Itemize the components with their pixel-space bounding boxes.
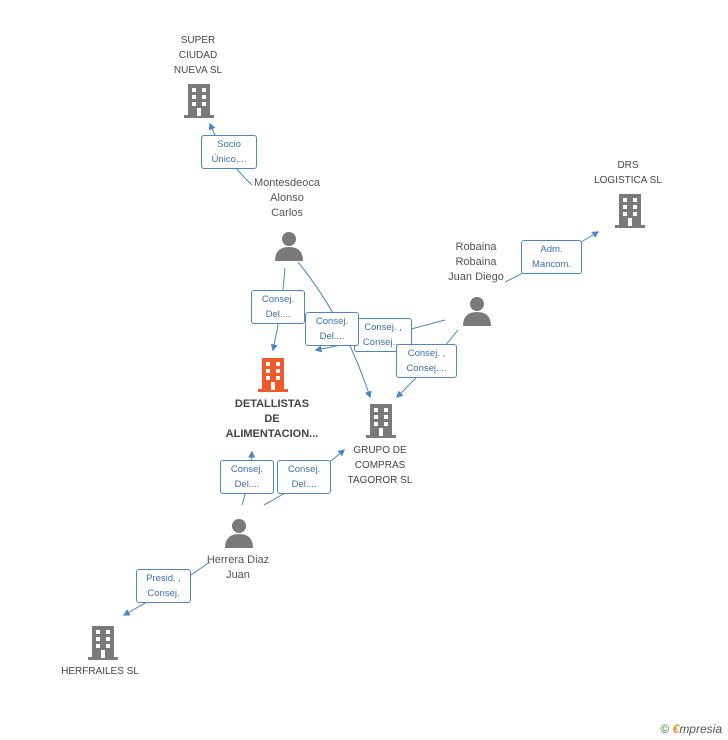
relation-tag-consej-montesdeoca-detallistas[interactable]: Consej. Del....	[251, 290, 305, 324]
person-name-montesdeoca[interactable]: Montesdeoca Alonso Carlos	[253, 177, 321, 219]
company-name-drs[interactable]: DRS LOGISTICA SL	[594, 160, 662, 186]
building-icon-focus[interactable]	[258, 358, 288, 392]
copyright-icon: ©	[660, 722, 670, 736]
building-icon[interactable]	[88, 626, 118, 660]
brand-name: mpresia	[679, 722, 722, 736]
brand-logo-letter: €	[672, 722, 680, 736]
relation-tag-presid[interactable]: Presid. , Consej.	[136, 569, 191, 603]
relation-tag-consej-herrera-grupo[interactable]: Consej. Del....	[277, 460, 331, 494]
person-icon[interactable]	[275, 231, 303, 261]
company-name-detallistas[interactable]: DETALLISTAS DE ALIMENTACION...	[225, 398, 319, 440]
building-icon[interactable]	[366, 404, 396, 438]
relation-tag-socio[interactable]: Socio Único,...	[201, 135, 257, 169]
relation-tag-consej-robaina-grupo[interactable]: Consej. , Consej....	[396, 344, 457, 378]
person-name-herrera[interactable]: Herrera Diaz Juan	[206, 554, 270, 581]
company-name-herfrailes[interactable]: HERFRAILES SL	[61, 666, 139, 677]
company-name-grupo[interactable]: GRUPO DE COMPRAS TAGOROR SL	[347, 445, 413, 486]
relation-tag-consej-herrera-detallistas[interactable]: Consej. Del....	[220, 460, 274, 494]
building-icon[interactable]	[184, 84, 214, 118]
company-name-super[interactable]: SUPER CIUDAD NUEVA SL	[173, 35, 223, 76]
relation-tag-consej-montesdeoca-grupo[interactable]: Consej. Del....	[305, 312, 359, 346]
person-icon[interactable]	[225, 518, 253, 548]
person-icon[interactable]	[463, 296, 491, 326]
person-name-robaina[interactable]: Robaina Robaina Juan Diego	[448, 241, 504, 283]
building-icon[interactable]	[615, 194, 645, 228]
relation-tag-adm[interactable]: Adm. Mancom.	[521, 240, 582, 274]
footer-brand: © €mpresia	[660, 722, 722, 736]
